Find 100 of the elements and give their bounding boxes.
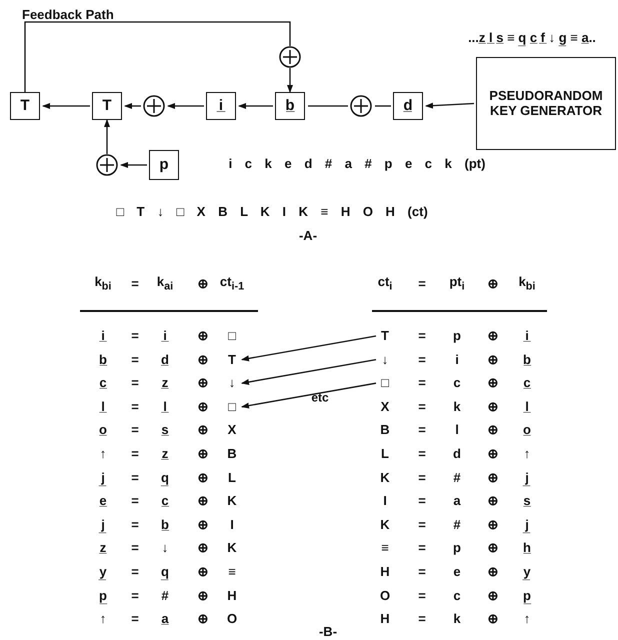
label-text: ⊕ bbox=[488, 518, 498, 532]
label-text: ⊕ bbox=[198, 541, 208, 556]
label-text: ⊕ bbox=[488, 494, 498, 508]
label-text: k bbox=[453, 612, 461, 626]
label-text: q̲ bbox=[161, 470, 169, 485]
label-text: K bbox=[227, 494, 237, 508]
label-text: = bbox=[131, 494, 139, 508]
label-text: ≡ bbox=[228, 564, 236, 580]
label-text: = bbox=[131, 423, 139, 438]
label-text: ⊕ bbox=[198, 564, 208, 580]
table-symbol: □ bbox=[225, 400, 239, 414]
label-text: l̲ bbox=[101, 400, 105, 414]
label-text: # bbox=[161, 588, 169, 603]
label-text: H bbox=[227, 588, 237, 603]
arrow bbox=[241, 358, 376, 385]
label-text: d bbox=[453, 446, 461, 462]
label-text: c̲ bbox=[161, 494, 169, 508]
label-text: = bbox=[418, 470, 426, 485]
label-text: X bbox=[228, 423, 236, 438]
connector bbox=[375, 105, 391, 107]
label-text: z̲ bbox=[100, 541, 106, 556]
label-text: I bbox=[230, 518, 234, 532]
label-text: y̲ bbox=[523, 564, 531, 580]
label-text: i̲ bbox=[525, 328, 529, 344]
label-text: K bbox=[380, 518, 390, 532]
label-text: p bbox=[453, 541, 461, 556]
label-text: i bbox=[455, 352, 459, 367]
label-text: ⊕ bbox=[488, 470, 498, 485]
label-text: a̲ bbox=[161, 612, 169, 626]
label-text: p̲ bbox=[99, 588, 107, 603]
label-text: = bbox=[131, 352, 139, 367]
label-text: e̲ bbox=[99, 494, 107, 508]
label-text: B bbox=[380, 423, 390, 438]
label-text: ⊕ bbox=[488, 352, 498, 367]
table-symbol: ↓ bbox=[225, 376, 239, 390]
label-text: = bbox=[131, 328, 139, 344]
label-text: l̲ bbox=[525, 400, 529, 414]
label-text: ⊕ bbox=[488, 612, 498, 626]
label-text: l bbox=[455, 423, 459, 438]
label-text: L bbox=[228, 470, 236, 485]
label-text: ⊕ bbox=[198, 494, 208, 508]
label-text: ⊕ bbox=[488, 588, 498, 603]
connector bbox=[124, 103, 141, 109]
edge-label: Feedback Path bbox=[22, 8, 114, 22]
connector bbox=[42, 103, 90, 109]
label-text: ⊕ bbox=[488, 541, 498, 556]
label-text: B bbox=[227, 446, 237, 462]
label-text: ⊕ bbox=[488, 423, 498, 438]
label-text: z̲ bbox=[162, 446, 168, 462]
label-text: b̲ bbox=[523, 352, 531, 367]
label-text: etc bbox=[311, 391, 329, 405]
label-text: -A- bbox=[298, 228, 318, 244]
label-text: = bbox=[418, 352, 426, 367]
table-symbol: T bbox=[225, 352, 239, 367]
label-text: y̲ bbox=[99, 564, 107, 580]
label-text: o̲ bbox=[99, 423, 107, 438]
label-text: ⊕ bbox=[198, 518, 208, 532]
label-text: ⊕ bbox=[198, 612, 208, 626]
label-text: b̲ bbox=[161, 518, 169, 532]
connector bbox=[287, 68, 293, 93]
label-text: a bbox=[453, 494, 461, 508]
label-text: = bbox=[418, 494, 426, 508]
label-text: = bbox=[131, 446, 139, 462]
label-text: = bbox=[418, 446, 426, 462]
label-text: ⊕ bbox=[198, 400, 208, 414]
label-text: ⊕ bbox=[198, 423, 208, 438]
connector bbox=[120, 162, 147, 168]
label-text: i c k e d # a # p e c k (pt) bbox=[228, 156, 486, 172]
label-text: □ T ↓ □ X B L K I K ≡ H O H (ct) bbox=[116, 204, 428, 220]
label-text: ↑ bbox=[100, 612, 106, 626]
label-text: q̲ bbox=[161, 564, 169, 580]
label-text: = bbox=[131, 564, 139, 580]
label-text: ↑ bbox=[524, 612, 530, 626]
label-text: p bbox=[453, 328, 461, 344]
label-text: = bbox=[131, 276, 139, 292]
label-text: = bbox=[418, 518, 426, 532]
label-text: = bbox=[131, 588, 139, 603]
label-text: o̲ bbox=[523, 423, 531, 438]
label-text: ↑ bbox=[524, 446, 530, 462]
label-text: -B- bbox=[318, 624, 338, 640]
label-text: c̲ bbox=[523, 376, 531, 390]
label-text: ⊕ bbox=[488, 400, 498, 414]
key-stream-text: ...z̲ l̲ s̲ ≡ q̲ c̲ f̲ ↓ g̲ ≡ a̲.. bbox=[468, 30, 596, 46]
label-text: c bbox=[453, 588, 461, 603]
label-text: O bbox=[380, 588, 390, 603]
label-text: ⊕ bbox=[198, 588, 208, 603]
label-text: j̲ bbox=[525, 518, 529, 532]
label-text: pt$_{i}$ bbox=[449, 274, 465, 294]
label-text: = bbox=[131, 470, 139, 485]
label-text: = bbox=[131, 612, 139, 626]
label-text: H bbox=[380, 564, 390, 580]
label-text: s̲ bbox=[161, 423, 169, 438]
xor-circle bbox=[350, 95, 372, 117]
connector bbox=[104, 119, 110, 154]
label-text: = bbox=[131, 376, 139, 390]
label-text: X bbox=[380, 400, 390, 414]
label-text: K bbox=[227, 541, 237, 556]
label-text: ↑ bbox=[100, 446, 106, 462]
label-text: # bbox=[453, 518, 461, 532]
label-text: z̲ bbox=[162, 376, 168, 390]
